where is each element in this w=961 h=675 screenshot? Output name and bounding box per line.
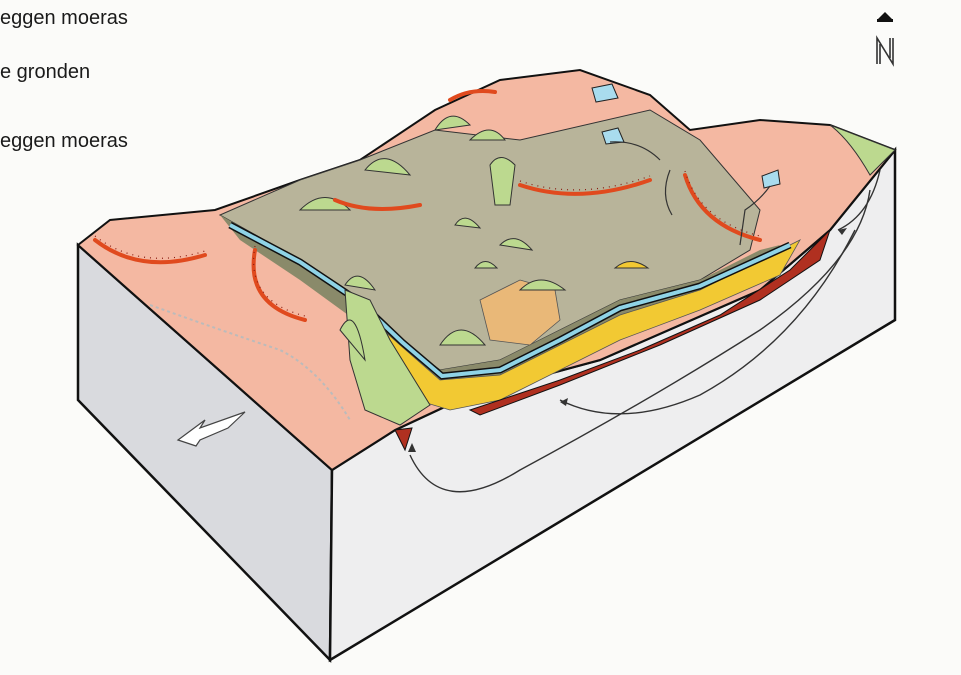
- green-hill: [490, 158, 515, 206]
